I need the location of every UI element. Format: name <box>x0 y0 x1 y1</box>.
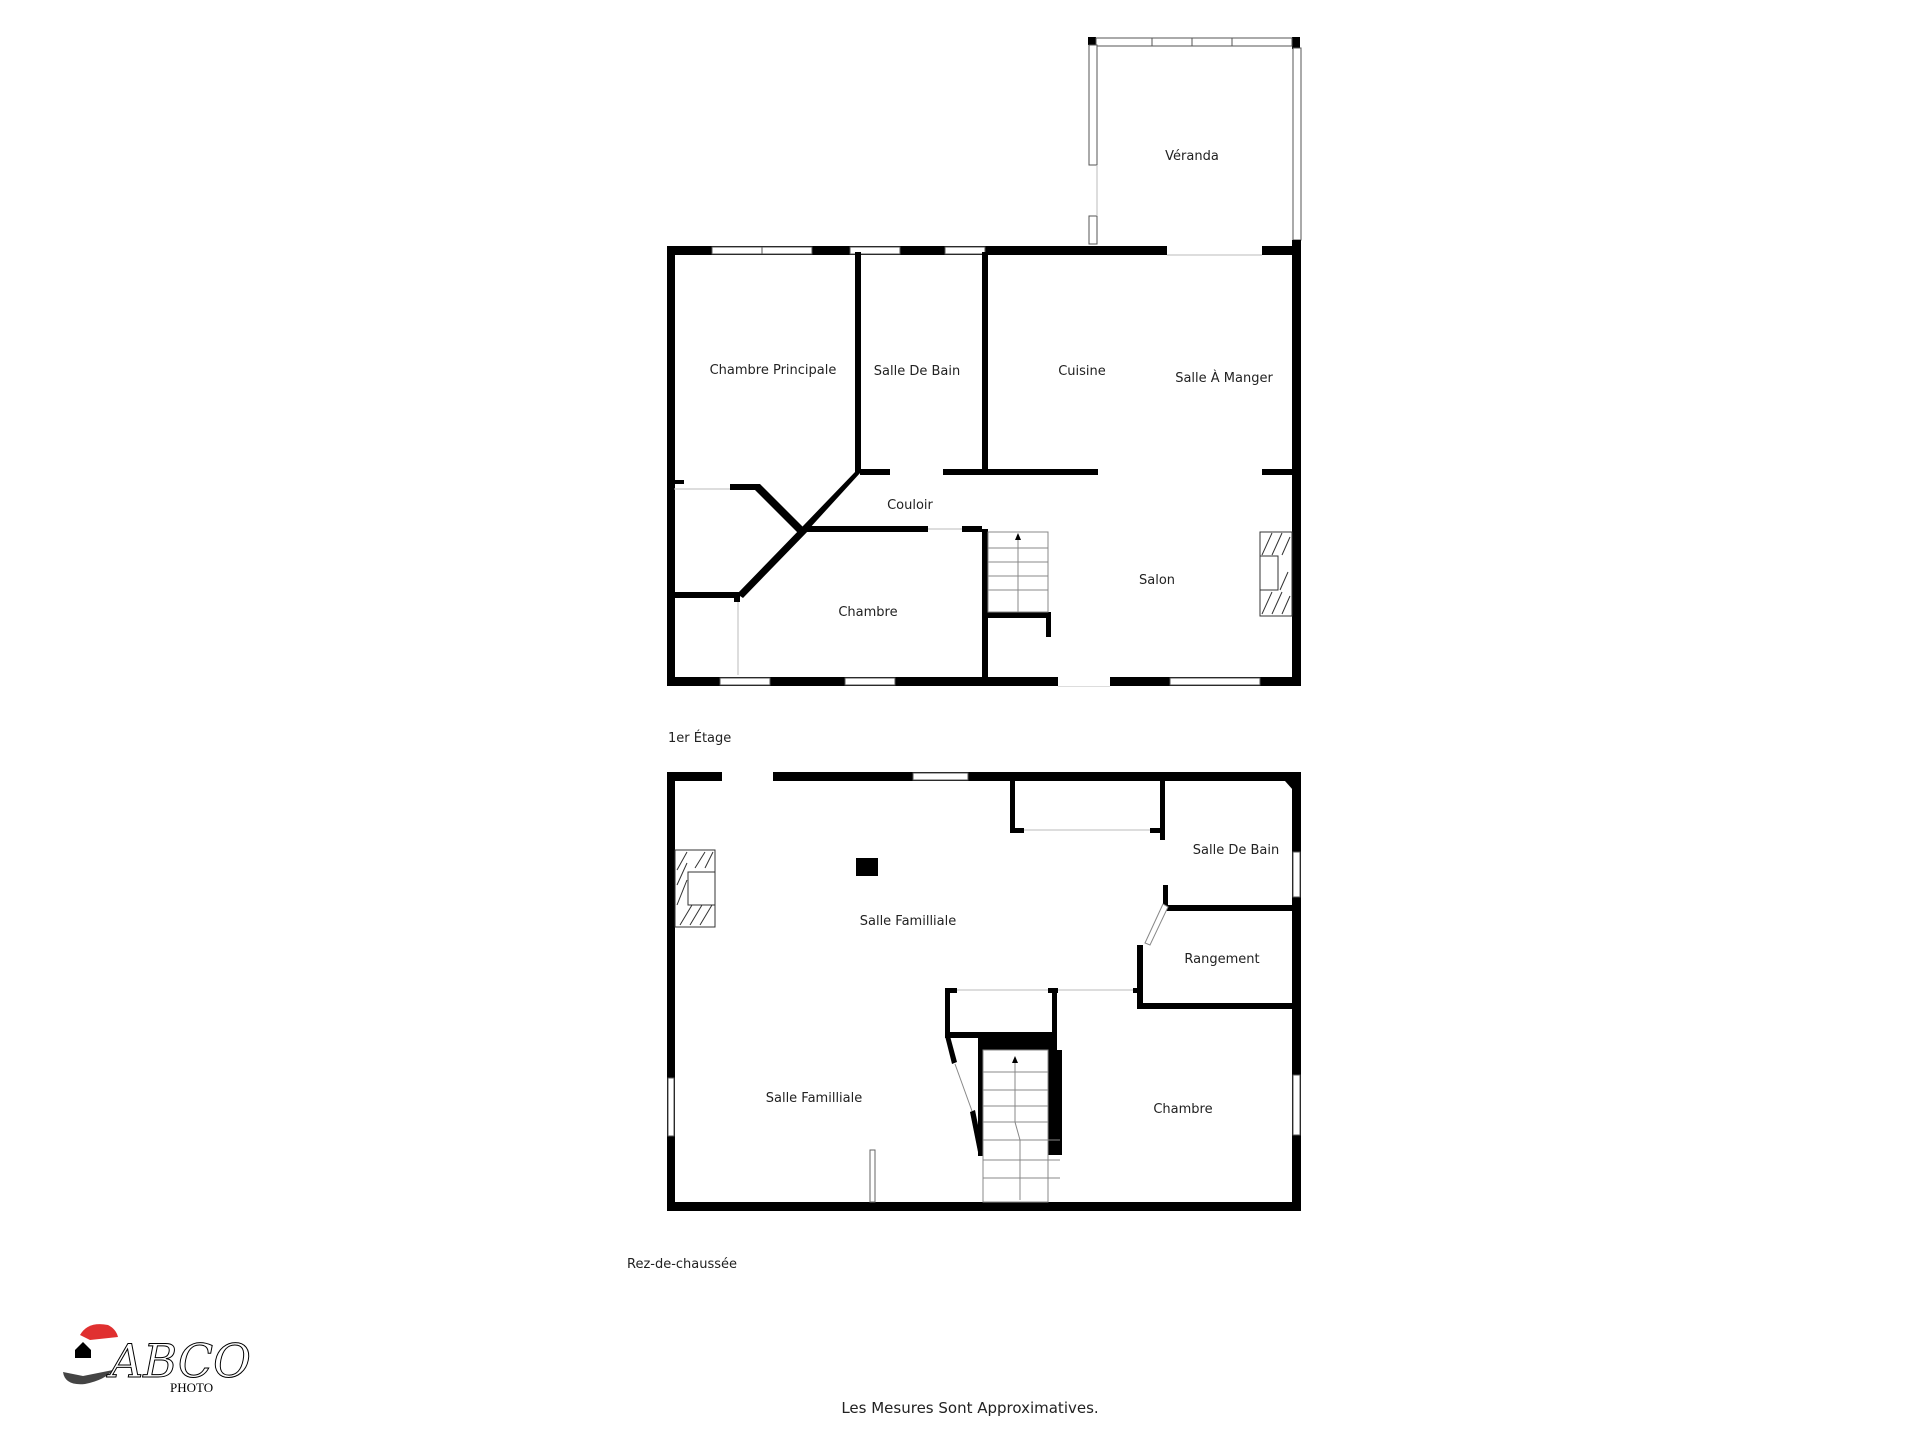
logo-main-text: ABCO <box>106 1334 251 1388</box>
room-label-salle-a-manger: Salle À Manger <box>1175 370 1273 386</box>
room-label-salle-familliale-upper: Salle Familliale <box>860 914 957 929</box>
cap-icon <box>80 1324 118 1340</box>
pillar <box>856 858 878 876</box>
room-label-salle-familliale-lower: Salle Familliale <box>766 1091 863 1106</box>
room-label-chambre: Chambre <box>838 605 897 620</box>
room-label-rangement: Rangement <box>1184 952 1259 967</box>
floor-label-upper: 1er Étage <box>668 730 731 746</box>
floor-label-ground: Rez-de-chaussée <box>627 1257 737 1272</box>
ground-stairs <box>982 1049 1060 1203</box>
room-label-cuisine: Cuisine <box>1058 364 1106 379</box>
room-label-salle-de-bain: Salle De Bain <box>874 364 960 379</box>
upper-floor-plan: Véranda Chambre Principale Salle De Bain… <box>667 37 1302 746</box>
ground-outer-walls <box>667 772 1301 1211</box>
room-label-salon: Salon <box>1139 573 1175 588</box>
fireplace-icon <box>674 849 716 928</box>
house-icon <box>75 1342 91 1358</box>
room-label-salle-de-bain-ground: Salle De Bain <box>1193 843 1279 858</box>
room-label-chambre-principale: Chambre Principale <box>710 363 837 378</box>
upper-interior-walls <box>674 252 1294 679</box>
upper-stairs <box>987 531 1049 613</box>
veranda-walls <box>1088 37 1302 245</box>
stair-arrow-icon <box>1015 533 1021 540</box>
room-label-chambre-ground: Chambre <box>1153 1102 1212 1117</box>
room-label-couloir: Couloir <box>887 498 933 513</box>
abco-logo: ABCO PHOTO <box>63 1324 251 1395</box>
stair-arrow-icon <box>1012 1056 1018 1063</box>
disclaimer-text: Les Mesures Sont Approximatives. <box>841 1399 1098 1417</box>
room-label-veranda: Véranda <box>1165 149 1219 164</box>
ground-floor-plan: Salle De Bain Salle Familliale Rangement… <box>627 772 1301 1272</box>
logo-sub-text: PHOTO <box>170 1380 213 1395</box>
fireplace-icon <box>1259 531 1293 617</box>
hand-icon <box>63 1370 113 1385</box>
ground-interior-walls <box>856 780 1293 1203</box>
upper-outer-walls <box>667 240 1301 687</box>
